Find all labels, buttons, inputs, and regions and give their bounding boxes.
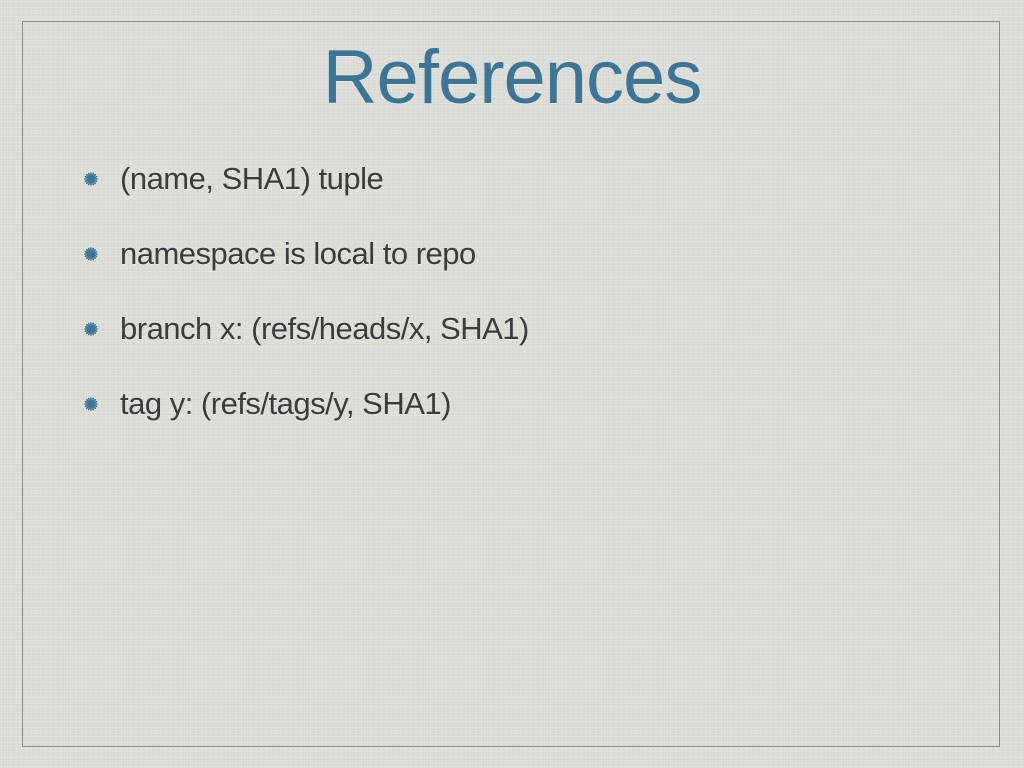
- asterisk-bullet-icon: [84, 396, 98, 411]
- list-item: namespace is local to repo: [84, 216, 529, 291]
- slide-title: References: [322, 35, 703, 120]
- bullet-text: tag y: (refs/tags/y, SHA1): [120, 385, 451, 421]
- bullet-text: namespace is local to repo: [120, 235, 476, 271]
- bullet-text: branch x: (refs/heads/x, SHA1): [120, 310, 529, 346]
- list-item: branch x: (refs/heads/x, SHA1): [84, 291, 529, 366]
- bullet-text: (name, SHA1) tuple: [120, 160, 384, 196]
- asterisk-bullet-icon: [84, 321, 98, 336]
- asterisk-bullet-icon: [84, 246, 98, 261]
- bullet-list: (name, SHA1) tuple namespace is local to…: [84, 141, 529, 441]
- slide-frame: [22, 21, 1000, 747]
- list-item: (name, SHA1) tuple: [84, 141, 529, 216]
- asterisk-bullet-icon: [84, 171, 98, 186]
- list-item: tag y: (refs/tags/y, SHA1): [84, 366, 529, 441]
